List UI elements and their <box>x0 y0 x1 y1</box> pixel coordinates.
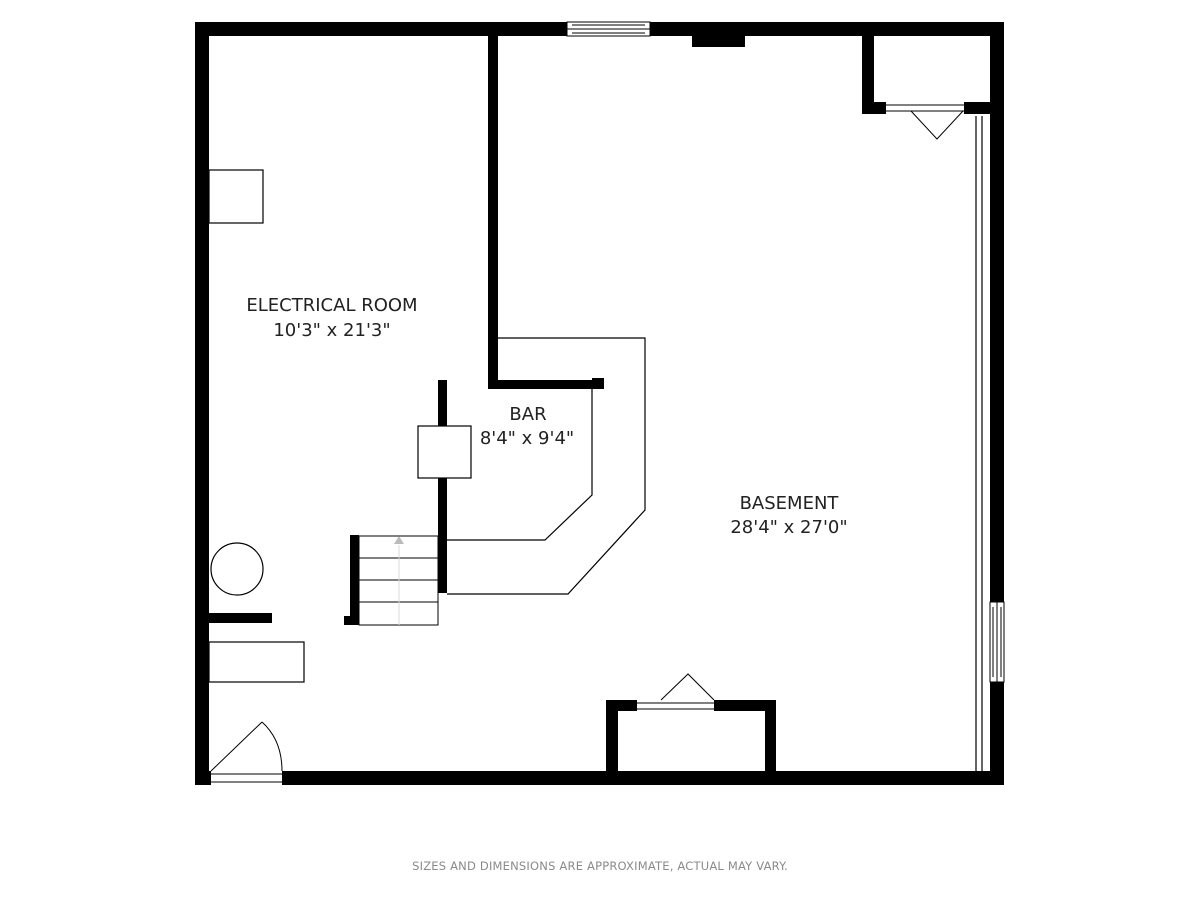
stair-side-foot <box>344 616 359 625</box>
bar-counter <box>447 337 646 595</box>
top-right-closet <box>862 35 1004 114</box>
top-wall-left <box>195 22 567 36</box>
stair-wall-lower <box>438 478 447 593</box>
right-window <box>989 601 1005 683</box>
room-name-bar: BAR <box>509 404 546 425</box>
bottom-closet <box>606 700 776 771</box>
stair-side-wall <box>350 535 359 625</box>
bottom-wall-corner <box>195 771 211 785</box>
top-window <box>566 21 651 37</box>
left-wall <box>195 22 209 785</box>
entry-door <box>210 721 283 783</box>
room-dims-basement: 28'4" x 27'0" <box>730 517 847 538</box>
right-inner-lines <box>975 116 983 771</box>
electrical-panel <box>208 169 264 224</box>
bottom-wall-main <box>282 771 1004 785</box>
right-wall-upper <box>990 22 1004 602</box>
room-dims-bar: 8'4" x 9'4" <box>480 428 574 449</box>
water-heater <box>210 542 264 596</box>
left-stub-wall <box>209 613 272 623</box>
room-name-basement: BASEMENT <box>740 493 840 514</box>
bar-post <box>592 378 604 389</box>
disclaimer-note: SIZES AND DIMENSIONS ARE APPROXIMATE, AC… <box>412 859 788 873</box>
exterior-walls <box>195 22 1004 785</box>
electrical-room-divider <box>488 35 498 389</box>
interior-walls <box>209 35 604 625</box>
room-dims-electrical: 10'3" x 21'3" <box>273 320 390 341</box>
stair-up-arrow-icon <box>394 536 404 544</box>
top-wall-right <box>650 22 1004 36</box>
right-wall-lower <box>990 682 1004 785</box>
staircase <box>358 535 439 626</box>
support-post-box <box>417 425 472 479</box>
utility-counter <box>208 641 305 683</box>
top-wall-block <box>692 35 745 47</box>
stair-wall-upper <box>438 380 447 426</box>
closet-door-top-right <box>886 104 964 140</box>
room-name-electrical: ELECTRICAL ROOM <box>246 295 417 316</box>
closet-door-bottom <box>637 673 715 710</box>
bar-back-wall <box>488 380 592 389</box>
